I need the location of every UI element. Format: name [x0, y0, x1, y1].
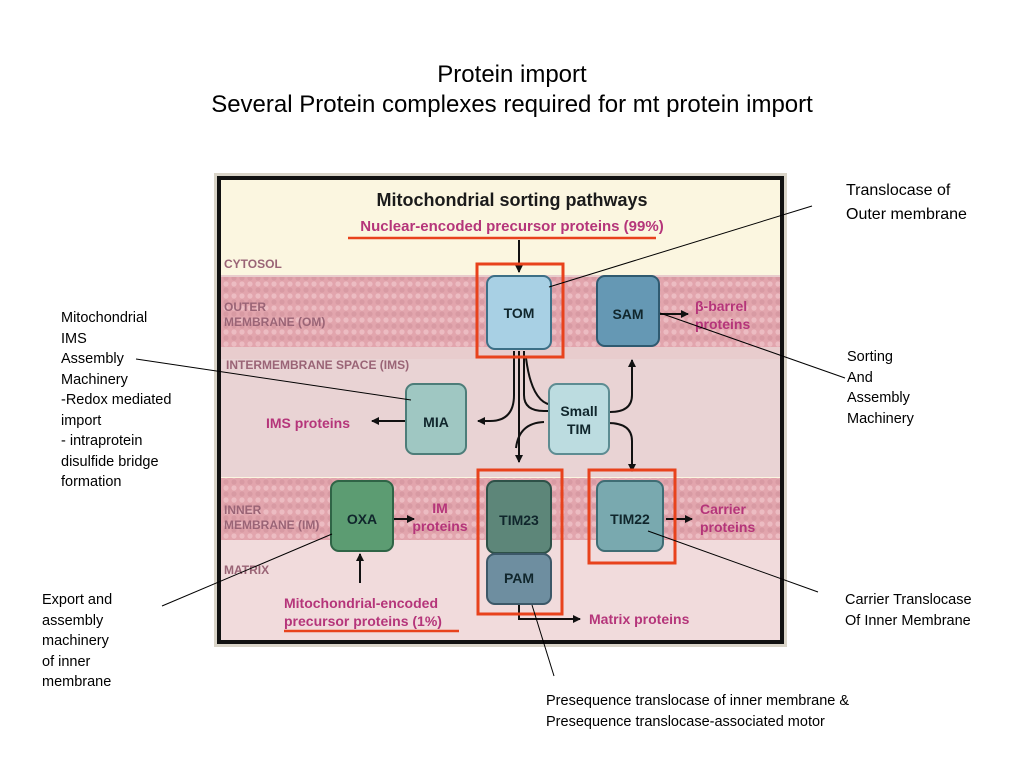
- highlight-tom: [475, 262, 565, 359]
- zone-cytosol: CYTOSOL: [224, 257, 282, 271]
- beta-barrel-label-line2: proteins: [695, 316, 750, 332]
- highlight-tim23-pam: [476, 468, 564, 616]
- carrier-proteins-label-line1: Carrier: [700, 501, 746, 517]
- sam-label: SAM: [612, 306, 643, 322]
- figure-title: Mitochondrial sorting pathways: [376, 190, 647, 210]
- beta-barrel-label-line1: β-barrel: [695, 298, 747, 314]
- callout-mia: Mitochondrial IMS Assembly Machinery -Re…: [61, 310, 172, 490]
- callout-tim23: Presequence translocase of inner membran…: [546, 693, 850, 730]
- nuclear-encoded-label: Nuclear-encoded precursor proteins (99%): [360, 218, 663, 235]
- carrier-proteins-label-line2: proteins: [700, 519, 755, 535]
- mito-encoded-label-line2: precursor proteins (1%): [284, 613, 442, 629]
- tim23-complex: TIM23: [486, 480, 552, 554]
- mia-label: MIA: [423, 414, 449, 430]
- pam-label: PAM: [504, 570, 534, 586]
- zone-outer-line2: MEMBRANE (OM): [224, 315, 325, 329]
- oxa-complex: OXA: [330, 480, 394, 552]
- zone-inner-line2: MEMBRANE (IM): [224, 518, 319, 532]
- slide-title-line1: Protein import: [437, 61, 587, 88]
- pathway-arrows: [356, 240, 693, 623]
- im-proteins-label-line2: proteins: [412, 518, 467, 534]
- zone-outer-line1: OUTER: [224, 300, 266, 314]
- tim22-complex: TIM22: [596, 480, 664, 552]
- tim22-label: TIM22: [610, 511, 650, 527]
- mia-complex: MIA: [405, 383, 467, 455]
- tim23-label: TIM23: [499, 512, 539, 528]
- sam-complex: SAM: [596, 275, 660, 347]
- zone-ims: INTERMEMBRANE SPACE (IMS): [226, 358, 409, 372]
- small-tim-label-line2: TIM: [567, 421, 591, 437]
- tom-complex: TOM: [486, 275, 552, 350]
- highlight-boxes: [475, 262, 677, 616]
- callout-oxa: Export and assembly machinery of inner m…: [42, 592, 113, 690]
- slide-title-line2: Several Protein complexes required for m…: [211, 91, 813, 118]
- callout-sam: Sorting And Assembly Machinery: [847, 349, 914, 427]
- oxa-label: OXA: [347, 511, 377, 527]
- slide-title: Protein import Several Protein complexes…: [0, 60, 1024, 120]
- im-proteins-label-line1: IM: [432, 500, 448, 516]
- mitochondrial-sorting-figure: Mitochondrial sorting pathways Nuclear-e…: [214, 173, 787, 647]
- highlight-tim22: [587, 468, 677, 565]
- matrix-proteins-label: Matrix proteins: [589, 611, 690, 627]
- figure-svg: Mitochondrial sorting pathways Nuclear-e…: [217, 176, 784, 644]
- zone-matrix: MATRIX: [224, 563, 269, 577]
- pam-complex: PAM: [486, 553, 552, 605]
- small-tim-label-line1: Small: [560, 403, 597, 419]
- ims-proteins-label: IMS proteins: [266, 415, 350, 431]
- callout-tom: Translocase of Outer membrane: [846, 182, 967, 223]
- zone-inner-line1: INNER: [224, 503, 262, 517]
- small-tim-complex: Small TIM: [548, 383, 610, 455]
- mito-encoded-label-line1: Mitochondrial-encoded: [284, 595, 438, 611]
- callout-tim22: Carrier Translocase Of Inner Membrane: [845, 592, 972, 629]
- tom-label: TOM: [504, 305, 535, 321]
